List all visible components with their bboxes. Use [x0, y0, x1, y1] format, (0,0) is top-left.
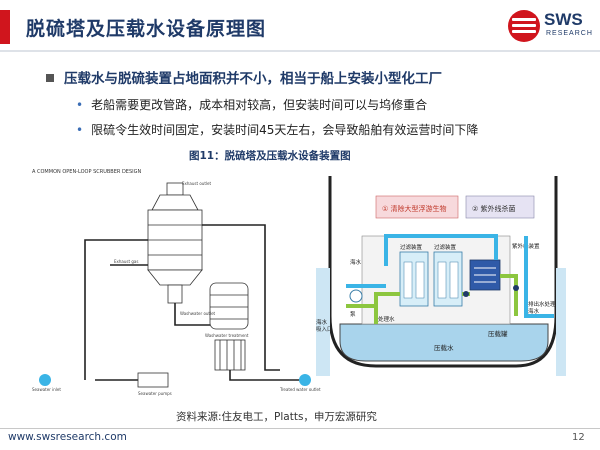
scrubber-heading: A COMMON OPEN-LOOP SCRUBBER DESIGN: [32, 169, 141, 175]
seawater-pump-icon: [137, 372, 169, 388]
label-seawater-pumps: Seawater pumps: [138, 391, 172, 396]
source-note: 资料来源:住友电工，Platts，申万宏源研究: [176, 411, 377, 423]
scrubber-diagram: A COMMON OPEN-LOOP SCRUBBER DESIGN Exhau…: [32, 169, 321, 396]
seawater-inlet-icon: [39, 374, 51, 386]
scrubber-tower: [147, 182, 203, 304]
label-seawater-inlet: Seawater inlet: [32, 387, 61, 392]
pump-icon: [349, 289, 363, 303]
filter-units: [399, 251, 463, 307]
filter2-label: 过滤装置: [434, 243, 457, 251]
dot-bullet-icon: •: [76, 123, 84, 137]
ballast-water-diagram: 压载水 压载罐 ① 清除大型浮游生物 ② 紫外线杀菌 过滤装置 过滤装置 紫外线…: [316, 176, 566, 376]
treated-water-outlet-icon: [299, 374, 311, 386]
sub-bullet-1: • 老船需要更改管路，成本相对较高，但安装时间可以与坞修重合: [76, 96, 427, 113]
label-washwater-outlet: Washwater outlet: [180, 311, 216, 316]
filter1-label: 过滤装置: [400, 243, 423, 251]
main-bullet: 压载水与脱硫装置占地面积并不小，相当于船上安装小型化工厂: [46, 67, 442, 87]
label-exhaust-outlet: Exhaust outlet: [182, 181, 211, 186]
footer-url[interactable]: www.swsresearch.com: [8, 431, 127, 443]
page-number: 12: [572, 432, 585, 443]
seawater-label: 海水: [350, 258, 362, 266]
page-title: 脱硫塔及压载水设备原理图: [26, 18, 267, 40]
label-treated-outlet: Treated water outlet: [279, 387, 321, 392]
step1-box: [375, 195, 459, 219]
step2-label: ② 紫外线杀菌: [472, 204, 516, 213]
intake-label: 海水吸入口: [316, 318, 333, 333]
ship-hull: [328, 176, 558, 368]
step1-label: ① 清除大型浮游生物: [382, 204, 447, 213]
ballast-water-label: 压载水: [434, 343, 454, 352]
seawater-pipes: [346, 234, 554, 318]
sws-logo: SWS RESEARCH: [508, 8, 592, 44]
valve-icon: [463, 291, 469, 297]
ballast-tank: [339, 323, 549, 362]
sub-bullet-text-1: 老船需要更改管路，成本相对较高，但安装时间可以与坞修重合: [91, 98, 428, 112]
discharge-label: 排出水处理海水: [528, 300, 556, 315]
sub-bullet-text-2: 限硫令生效时间固定，安装时间45天左右，会导致船舶有效运营时间下降: [91, 123, 479, 137]
washwater-tank: [209, 282, 249, 371]
sub-bullet-2: • 限硫令生效时间固定，安装时间45天左右，会导致船舶有效运营时间下降: [76, 121, 478, 138]
sea-water-right: [556, 268, 566, 376]
treated-label: 处理水: [378, 315, 395, 323]
ballast-tank-label: 压载罐: [488, 329, 508, 338]
label-washwater-treatment: Washwater treatment: [205, 333, 249, 338]
label-exhaust-gas: Exhaust gas: [114, 259, 138, 264]
dot-bullet-icon: •: [76, 98, 84, 112]
title-accent-bar: [0, 10, 10, 44]
main-bullet-text: 压载水与脱硫装置占地面积并不小，相当于船上安装小型化工厂: [64, 71, 442, 87]
title-bar: 脱硫塔及压载水设备原理图 SWS RESEARCH: [0, 0, 600, 50]
logo-sub: RESEARCH: [546, 30, 593, 37]
logo-name: SWS: [544, 10, 583, 29]
figure-caption: 图11：脱硫塔及压载水设备装置图: [189, 150, 351, 162]
valve-icon: [513, 285, 519, 291]
footer-divider: [0, 428, 600, 429]
title-divider: [0, 50, 600, 52]
pump-label: 泵: [350, 311, 356, 318]
sea-water: [316, 268, 330, 376]
square-bullet-icon: [46, 74, 54, 82]
step2-box: [465, 195, 535, 219]
sws-logo-icon: [508, 10, 540, 42]
